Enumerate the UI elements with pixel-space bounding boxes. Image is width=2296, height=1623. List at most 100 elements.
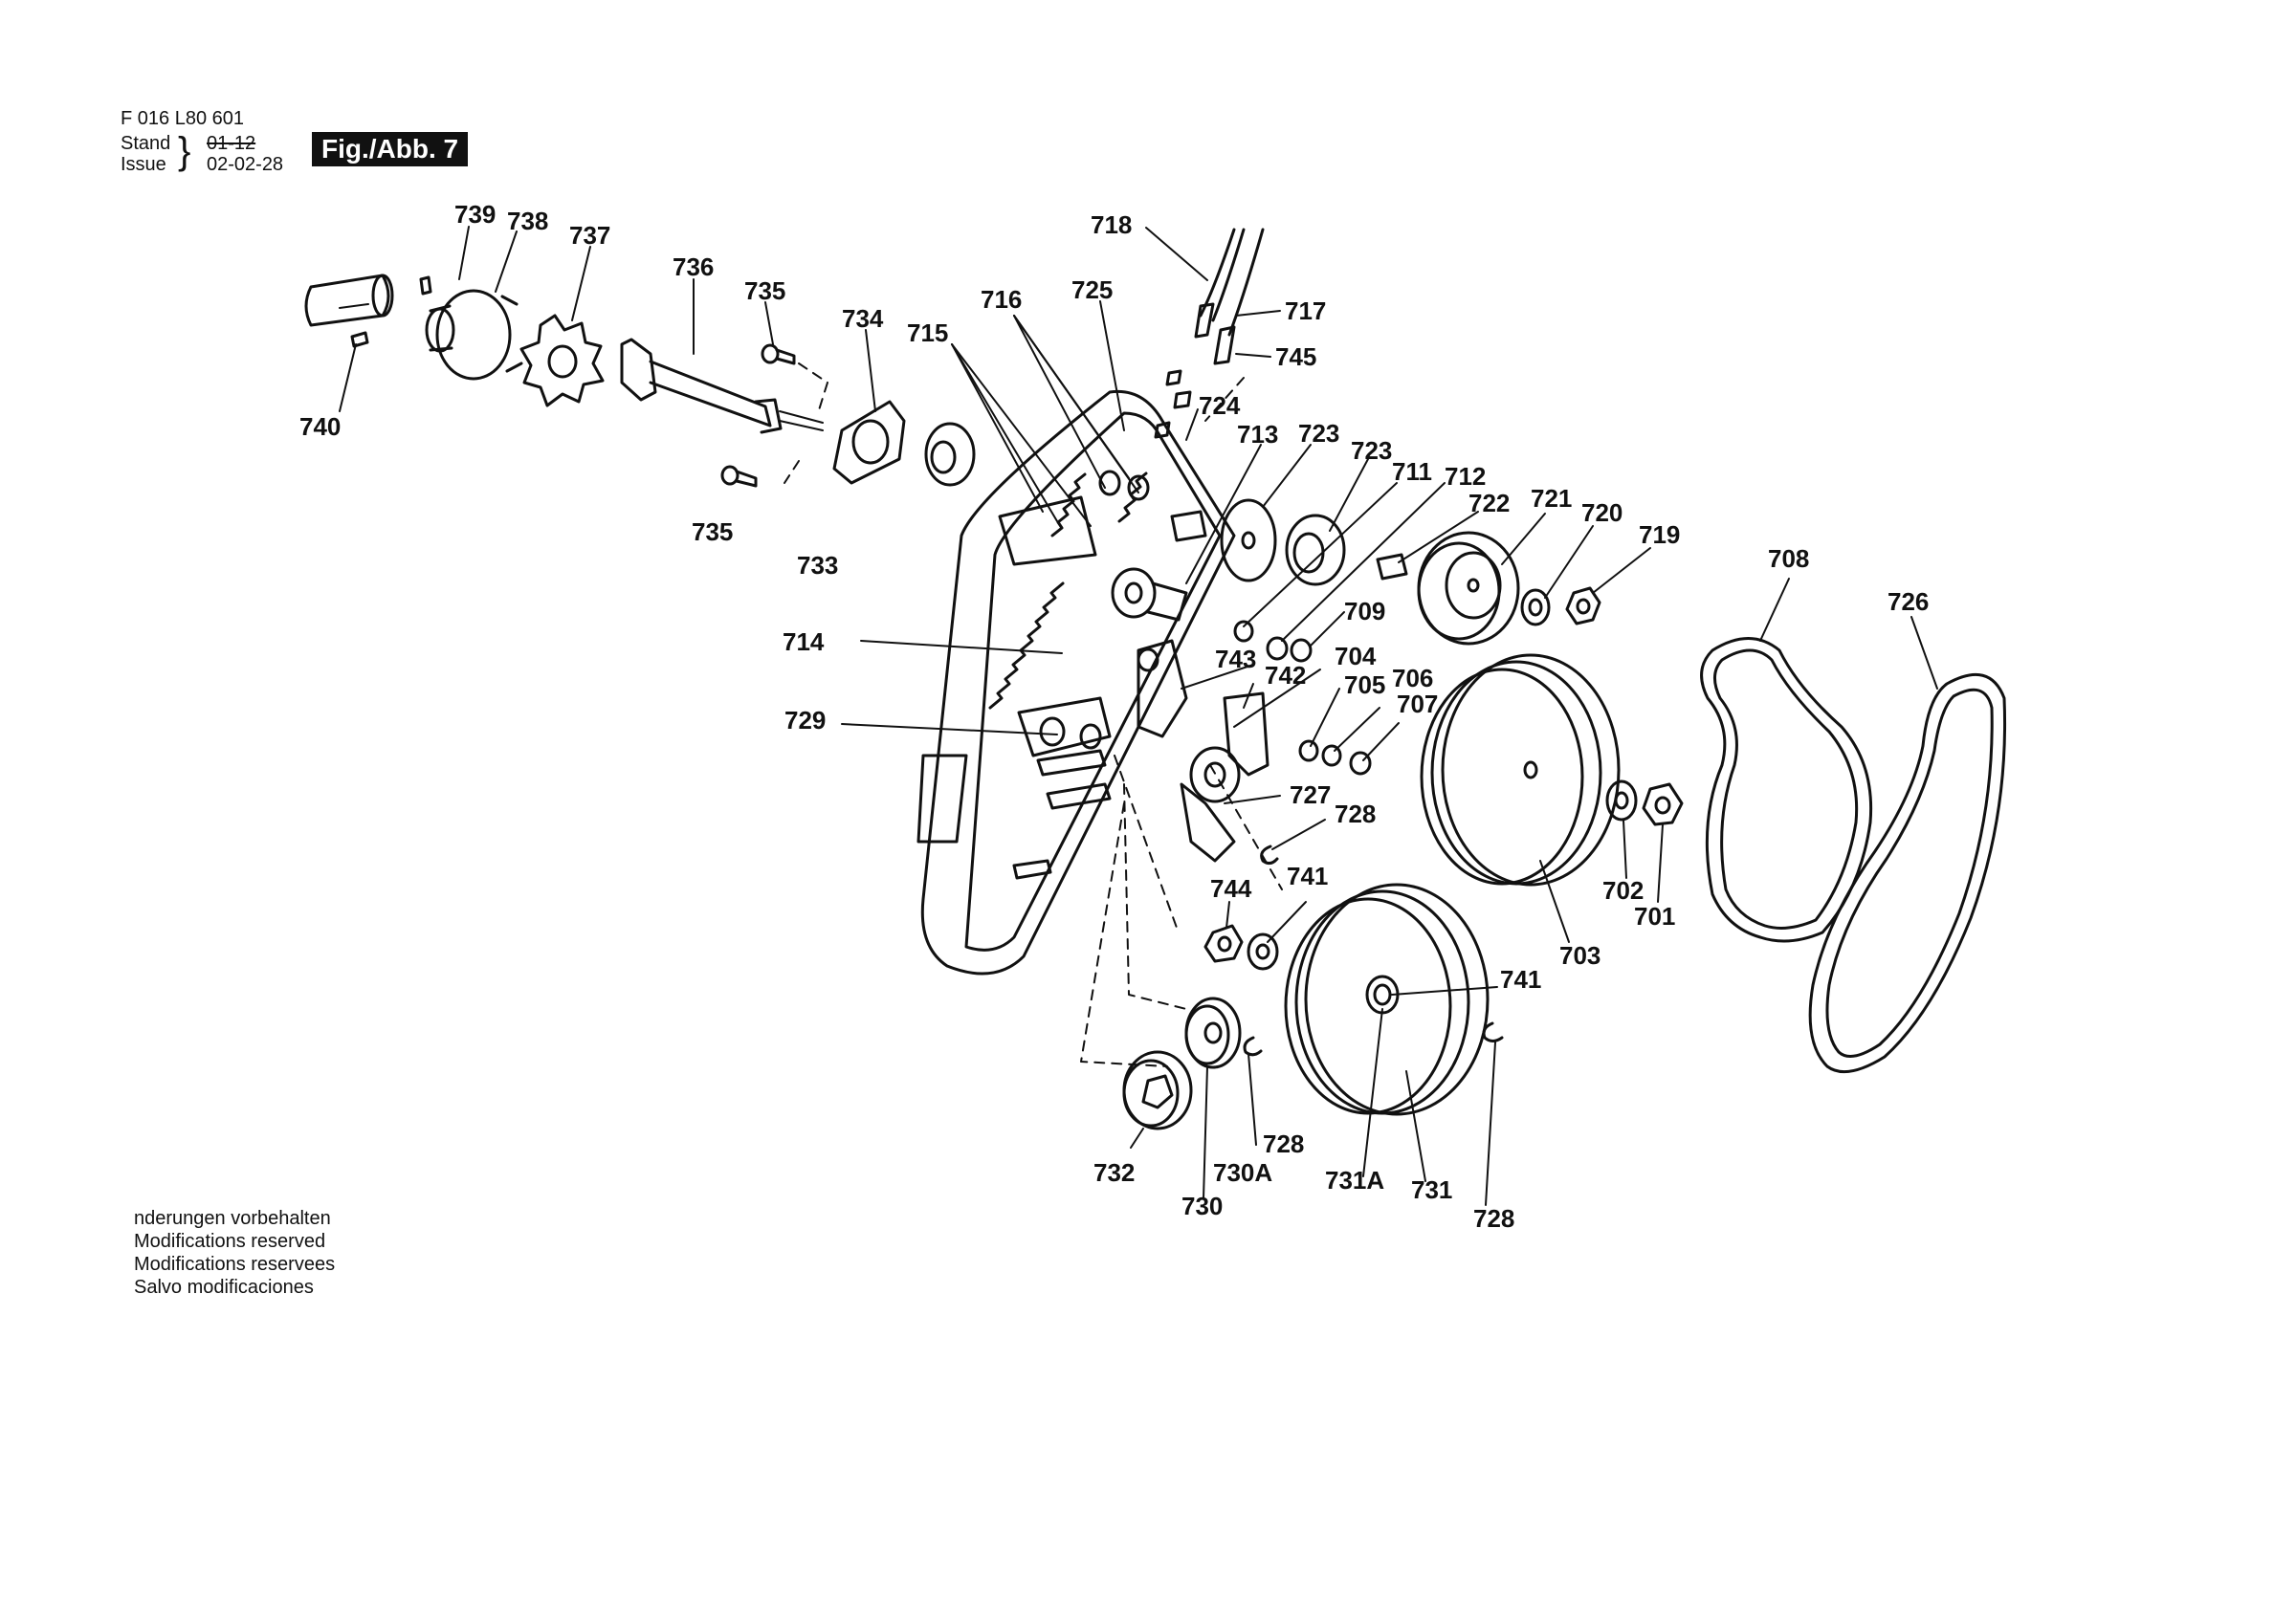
- clip-728-b: [1243, 1036, 1263, 1057]
- label-724: 724: [1199, 391, 1241, 420]
- label-737: 737: [569, 221, 610, 250]
- label-713: 713: [1237, 420, 1278, 449]
- notice-line-fr: Modifications reservees: [134, 1254, 336, 1275]
- tension-pulley-727: [1180, 746, 1241, 863]
- rubber-element-737: [519, 314, 605, 407]
- label-735b: 735: [692, 517, 733, 546]
- spring-hook: [1098, 470, 1121, 496]
- clip-728-c: [1482, 1021, 1504, 1042]
- label-721: 721: [1531, 484, 1572, 513]
- washer-741-a: [1247, 932, 1279, 971]
- figure-badge: Fig./Abb. 7: [312, 132, 469, 166]
- label-736: 736: [673, 252, 714, 281]
- label-714: 714: [783, 627, 825, 656]
- label-732: 732: [1093, 1158, 1135, 1187]
- label-716: 716: [981, 285, 1022, 314]
- label-728b: 728: [1263, 1130, 1304, 1158]
- document-number: F 016 L80 601: [121, 108, 244, 129]
- label-720: 720: [1581, 498, 1623, 527]
- label-712: 712: [1445, 462, 1486, 491]
- arm-729: [1017, 696, 1112, 757]
- nut-701: [1642, 782, 1684, 826]
- label-719: 719: [1639, 520, 1680, 549]
- label-708: 708: [1768, 544, 1809, 573]
- label-738: 738: [507, 207, 548, 235]
- label-723b: 723: [1351, 436, 1392, 465]
- bolt-735-upper: [761, 343, 796, 365]
- washer-712: [1266, 636, 1289, 661]
- pin-722: [1376, 553, 1408, 581]
- disc-723-b: [1285, 514, 1346, 586]
- label-741b: 741: [1500, 965, 1541, 994]
- housing-slot: [916, 754, 968, 844]
- clip-728-a: [1260, 844, 1279, 866]
- label-729: 729: [784, 706, 826, 735]
- brace-icon: }: [178, 130, 191, 172]
- label-742: 742: [1265, 661, 1306, 690]
- issue-label: Issue: [121, 154, 166, 175]
- bolt-735-lower: [720, 465, 758, 488]
- label-722: 722: [1468, 489, 1510, 517]
- label-730A: 730A: [1213, 1158, 1272, 1187]
- gear-730: [1184, 997, 1242, 1069]
- pivot-bushing: [1170, 510, 1207, 542]
- label-704: 704: [1335, 642, 1377, 670]
- key-740: [350, 331, 369, 348]
- notice-line-es: Salvo modificaciones: [134, 1277, 314, 1298]
- bracket-upper: [998, 495, 1097, 566]
- bearing-733: [924, 422, 976, 487]
- washer-705: [1321, 744, 1342, 767]
- pulley-731: [1284, 883, 1490, 1116]
- housing-plate: [920, 389, 1236, 976]
- pulley-721: [1417, 531, 1520, 646]
- label-728c: 728: [1473, 1204, 1514, 1233]
- label-734: 734: [842, 304, 884, 333]
- label-745: 745: [1275, 342, 1316, 371]
- axle-740: [304, 274, 394, 327]
- belt-726: [1808, 672, 2007, 1074]
- label-718: 718: [1091, 210, 1132, 239]
- coupling-738: [425, 289, 523, 381]
- washer-720: [1520, 588, 1551, 626]
- label-707: 707: [1397, 690, 1438, 718]
- label-743: 743: [1215, 645, 1256, 673]
- label-709: 709: [1344, 597, 1385, 625]
- shaft-lower-2: [1046, 782, 1112, 810]
- label-744: 744: [1210, 874, 1252, 903]
- washer-702: [1605, 779, 1638, 822]
- label-731A: 731A: [1325, 1166, 1384, 1195]
- pulley-703: [1420, 653, 1621, 887]
- spring-715: [1050, 472, 1087, 537]
- label-703: 703: [1559, 941, 1601, 970]
- lever-743: [1137, 639, 1188, 738]
- label-739: 739: [454, 200, 496, 229]
- modifications-notice: nderungen vorbehalten Modifications rese…: [134, 1207, 335, 1299]
- spacer-744: [1203, 924, 1244, 963]
- label-728a: 728: [1335, 800, 1376, 828]
- label-740: 740: [299, 412, 341, 441]
- disc-723-a: [1220, 498, 1277, 582]
- label-733: 733: [797, 551, 838, 580]
- label-711: 711: [1392, 457, 1432, 486]
- housing-inner-edge: [964, 411, 1222, 952]
- label-715: 715: [907, 318, 948, 347]
- label-705: 705: [1344, 670, 1385, 699]
- bearing-flange-734: [832, 400, 906, 485]
- label-725: 725: [1071, 275, 1113, 304]
- stand-label: Stand: [121, 133, 171, 154]
- shaft-lower: [1036, 749, 1107, 777]
- belt-708: [1700, 637, 1873, 943]
- nut-709: [1290, 638, 1313, 663]
- shaft-736: [620, 338, 824, 434]
- notice-line-de: nderungen vorbehalten: [134, 1208, 331, 1229]
- label-731: 731: [1411, 1175, 1452, 1204]
- cable-ends: [1154, 369, 1192, 439]
- gear-732: [1122, 1050, 1193, 1130]
- stand-value: 01-12: [207, 133, 256, 154]
- label-730: 730: [1181, 1192, 1223, 1220]
- label-735a: 735: [744, 276, 785, 305]
- label-701: 701: [1634, 902, 1675, 931]
- nut-719: [1565, 586, 1601, 625]
